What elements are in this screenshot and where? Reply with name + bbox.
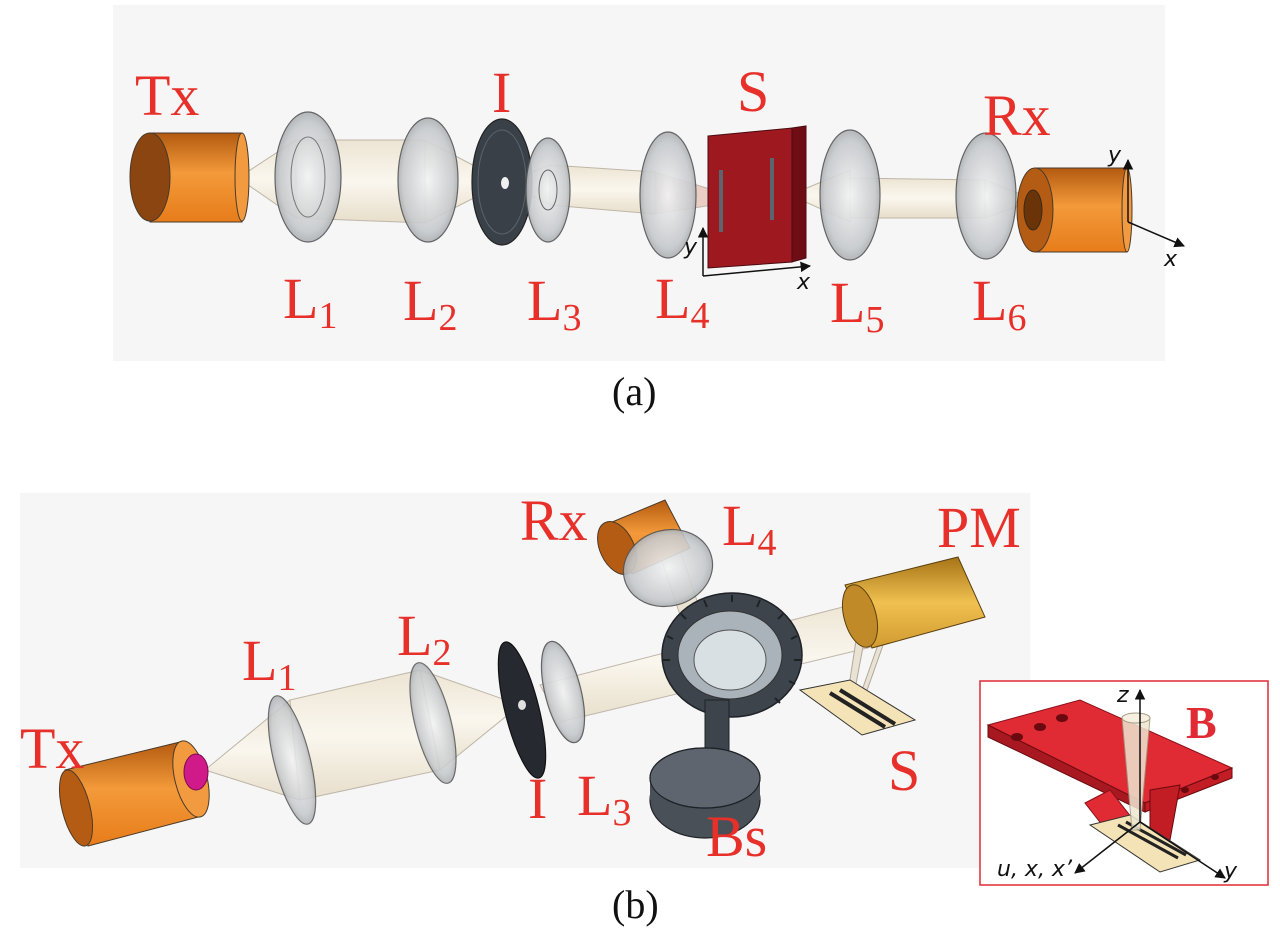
inset-sample-holder: z y u, x, x’ B [979, 680, 1269, 886]
panel-b: Tx L1 L2 I L3 Rx L4 PM S Bs (b) [20, 488, 1030, 927]
label-b-l2: L2 [397, 603, 451, 674]
label-a-l4: L4 [655, 266, 709, 337]
sample-axis-y-label: y [683, 235, 698, 260]
lens-b-l1-icon [267, 695, 317, 825]
tx-source-icon [129, 132, 250, 223]
lens-b-l3-icon [540, 640, 586, 744]
label-a-tx: Tx [135, 63, 199, 128]
rx-axes: y x [1107, 143, 1185, 272]
label-a-l6: L6 [972, 268, 1026, 339]
sample-axis-x-label: x [796, 270, 811, 295]
label-a-l2: L2 [403, 268, 457, 339]
label-a-iris: I [492, 60, 511, 125]
label-b-l1: L1 [242, 628, 296, 699]
label-b-l3: L3 [577, 763, 631, 834]
rx-axis-x-label: x [1163, 247, 1178, 272]
inset-axis-z-label: z [1116, 683, 1129, 708]
lens-l2-icon [397, 117, 459, 243]
sample-axes: y x [683, 226, 812, 295]
lens-l6-icon [955, 132, 1017, 260]
rx-axis-y-label: y [1107, 143, 1122, 168]
inset-title: B [1186, 697, 1217, 748]
inset-axis-y-label: y [1223, 859, 1238, 884]
caption-a: (a) [612, 369, 656, 414]
lens-b-l2-icon [409, 662, 457, 784]
label-a-l1: L1 [283, 266, 337, 337]
lens-l3-icon [525, 137, 571, 243]
power-meter-icon [841, 556, 986, 649]
label-b-tx: Tx [20, 716, 84, 781]
label-b-iris: I [528, 766, 547, 831]
label-a-l5: L5 [830, 270, 884, 341]
label-a-sample: S [737, 59, 769, 124]
iris-icon [471, 118, 533, 246]
label-a-rx: Rx [983, 83, 1051, 148]
label-b-sample: S [888, 738, 920, 803]
lens-l4-icon [639, 131, 697, 259]
lens-b-l4-icon [622, 528, 714, 608]
label-b-l4: L4 [722, 493, 776, 564]
panel-a: y x y x Tx I S Rx L1 L2 L3 L4 L5 L6 (a) [113, 5, 1185, 414]
label-b-rx: Rx [520, 488, 588, 553]
rx-receiver-icon [1016, 167, 1133, 253]
tx-source-b-icon [58, 740, 210, 847]
label-b-bs: Bs [706, 804, 767, 869]
lens-l1-icon [274, 111, 342, 243]
sample-plate-icon [707, 125, 807, 269]
iris-b-icon [497, 641, 547, 779]
sample-b-icon [798, 679, 917, 736]
inset-axis-u-label: u, x, x’ [997, 857, 1073, 882]
beam-splitter-stage-icon [649, 592, 803, 839]
label-a-l3: L3 [527, 268, 581, 339]
label-b-pm: PM [937, 495, 1021, 560]
lens-l5-icon [819, 129, 881, 261]
caption-b: (b) [612, 882, 659, 927]
